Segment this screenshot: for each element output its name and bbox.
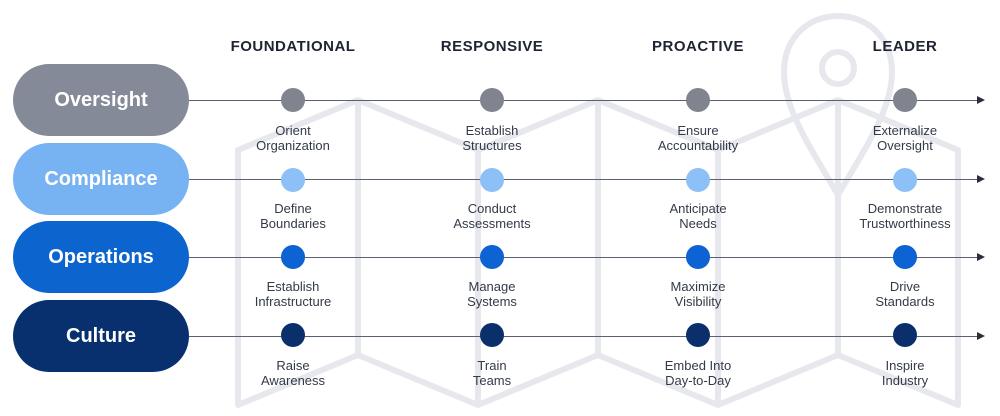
milestone-label-line1: Establish <box>465 123 519 138</box>
milestone-label-line1: Manage <box>468 279 516 294</box>
milestone-dot <box>893 245 917 269</box>
milestone-label-line1: Define <box>274 201 312 216</box>
milestone-dot <box>480 323 504 347</box>
milestone-dot <box>480 88 504 112</box>
milestone-dot <box>686 168 710 192</box>
milestone-label-line2: Infrastructure <box>254 294 332 309</box>
arrow-head-icon <box>977 96 985 104</box>
milestone-label-line2: Standards <box>875 294 935 309</box>
milestone-dot <box>480 245 504 269</box>
milestone-label-line2: Oversight <box>877 138 933 153</box>
timeline-line-compliance <box>189 179 977 180</box>
arrow-head-icon <box>977 253 985 261</box>
milestone-label-line2: Industry <box>881 373 929 388</box>
milestone-label-line1: Inspire <box>885 358 925 373</box>
milestone-label-line1: Train <box>477 358 507 373</box>
milestone-dot <box>480 168 504 192</box>
milestone-label-line2: Organization <box>256 138 330 153</box>
milestone-dot <box>686 323 710 347</box>
stage-header-responsive: RESPONSIVE <box>440 38 544 55</box>
milestone-dot <box>893 88 917 112</box>
milestone-dot <box>686 88 710 112</box>
row-label-compliance: Compliance <box>13 143 189 215</box>
milestone-dot <box>686 245 710 269</box>
milestone-label-line2: Structures <box>462 138 522 153</box>
milestone-label-line2: Trustworthiness <box>859 216 951 231</box>
milestone-label-line1: Externalize <box>872 123 938 138</box>
milestone-dot <box>893 168 917 192</box>
milestone-label-line2: Boundaries <box>260 216 326 231</box>
milestone-label-line1: Maximize <box>670 279 726 294</box>
milestone-label-line2: Teams <box>472 373 512 388</box>
milestone-label-line1: Demonstrate <box>867 201 943 216</box>
milestone-dot <box>281 323 305 347</box>
location-pin-hole <box>819 49 857 87</box>
map-fold-lines <box>355 100 841 405</box>
milestone-label-line1: Establish <box>266 279 320 294</box>
row-label-culture: Culture <box>13 300 189 372</box>
stage-header-proactive: PROACTIVE <box>651 38 744 55</box>
timeline-line-culture <box>189 336 977 337</box>
stage-header-leader: LEADER <box>872 38 938 55</box>
milestone-label-line2: Day-to-Day <box>665 373 731 388</box>
milestone-label-line1: Ensure <box>677 123 719 138</box>
arrow-head-icon <box>977 175 985 183</box>
milestone-label-line1: Drive <box>889 279 921 294</box>
arrow-head-icon <box>977 332 985 340</box>
milestone-label-line2: Accountability <box>657 138 739 153</box>
milestone-dot <box>893 323 917 347</box>
milestone-label-line1: Raise <box>276 358 310 373</box>
row-label-operations: Operations <box>13 221 189 293</box>
location-pin-icon <box>781 13 895 198</box>
stage-header-foundational: FOUNDATIONAL <box>230 38 356 55</box>
milestone-dot <box>281 88 305 112</box>
row-label-oversight: Oversight <box>13 64 189 136</box>
milestone-label-line1: Conduct <box>467 201 517 216</box>
milestone-label-line1: Anticipate <box>669 201 727 216</box>
milestone-label-line1: Embed Into <box>664 358 732 373</box>
milestone-label-line2: Visibility <box>674 294 722 309</box>
milestone-dot <box>281 168 305 192</box>
milestone-label-line2: Systems <box>467 294 517 309</box>
milestone-label-line2: Needs <box>679 216 717 231</box>
timeline-line-oversight <box>189 100 977 101</box>
milestone-dot <box>281 245 305 269</box>
milestone-label-line1: Orient <box>275 123 311 138</box>
timeline-line-operations <box>189 257 977 258</box>
milestone-label-line2: Assessments <box>453 216 531 231</box>
milestone-label-line2: Awareness <box>260 373 326 388</box>
folded-map-outline <box>235 97 961 408</box>
